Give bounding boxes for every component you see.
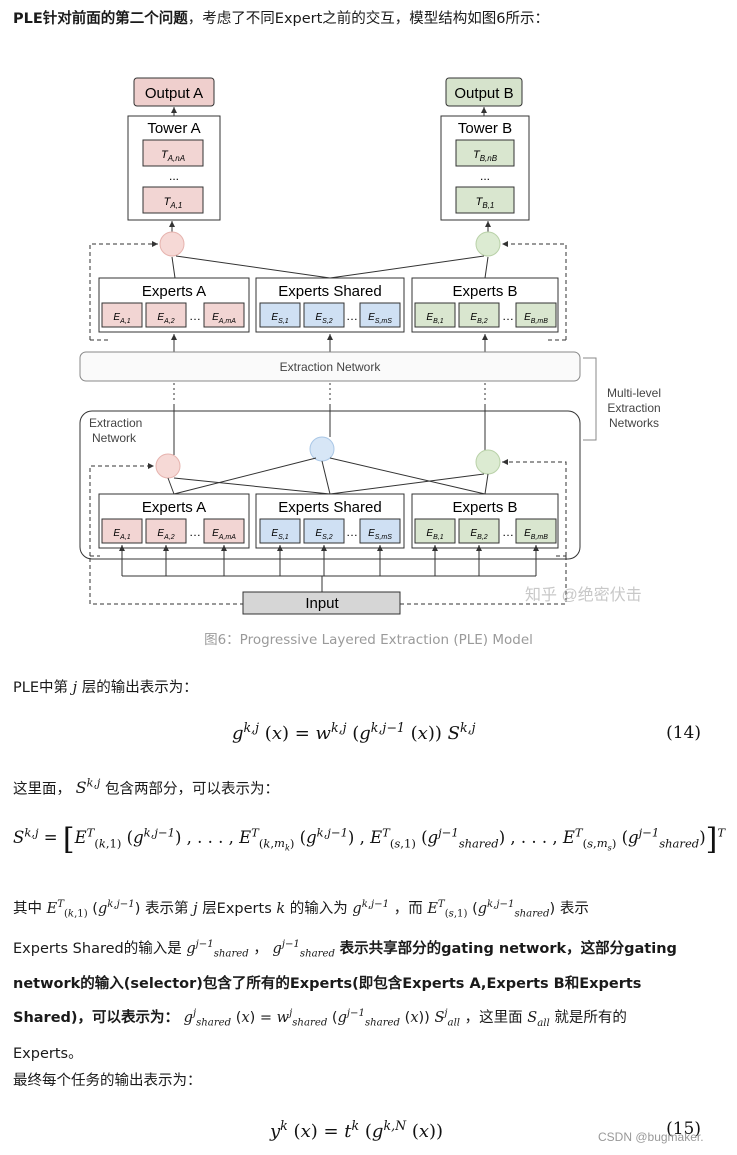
explain-d: 的输入为 (289, 900, 348, 917)
input-label: Input (305, 595, 339, 612)
gate-a-lower (155, 453, 181, 479)
layer-var-j: j (72, 680, 78, 696)
final-paragraph: 最终每个任务的输出表示为： (13, 1073, 202, 1089)
gate-shared-lower (309, 436, 335, 462)
figure-caption: 图6：Progressive Layered Extraction (PLE) … (204, 632, 533, 648)
intro-bold: PLE针对前面的第二个问题 (13, 11, 188, 27)
watermark-csdn: CSDN @bugmaker. (598, 1130, 704, 1144)
explain-e: ，而 (393, 900, 423, 917)
experts-shared-upper-ellipsis: … (346, 309, 358, 323)
equation-15-number: (15) (666, 1119, 701, 1139)
ple-diagram: Output A Output B Tower A TA,nA ... TA,1… (79, 77, 661, 615)
explain-bold-2: network的输入(selector)包含了所有的Experts(即包含Exp… (13, 976, 642, 993)
equation-s: Sk,j = [ET(k,1) (gk,j−1) , . . . , ET(k,… (13, 822, 726, 857)
explain-k: Experts。 (13, 1046, 83, 1063)
explain-j: 就是所有的 (554, 1010, 627, 1027)
experts-b-lower-label: Experts B (452, 499, 517, 516)
explain-i: ，这里面 (464, 1010, 523, 1027)
tower-a-label: Tower A (147, 120, 200, 137)
layer-text-b: 层的输出表示为： (81, 680, 198, 696)
explain-b: 表示第 (144, 900, 189, 917)
experts-a-lower-label: Experts A (142, 499, 206, 516)
equation-15: yk (x) = tk (gk,N (x)) (270, 1118, 444, 1142)
tower-b-dots: ... (480, 169, 490, 183)
input-box (242, 591, 401, 615)
output-b-box (445, 77, 523, 107)
extraction-network-label: Extraction Network (280, 360, 382, 374)
extraction-inner-label-1: Extraction (89, 416, 142, 430)
experts-shared-upper-label: Experts Shared (278, 283, 381, 300)
layer-text-a: PLE中第 (13, 680, 68, 696)
here-text-b: 包含两部分，可以表示为： (105, 781, 279, 798)
multilevel-label-1: Multi-level (607, 386, 661, 400)
multilevel-label-3: Networks (609, 416, 659, 430)
experts-b-upper-label: Experts B (452, 283, 517, 300)
experts-a-upper-label: Experts A (142, 283, 206, 300)
gate-a-upper (159, 231, 185, 257)
explain-bold-1: 表示共享部分的gating network，这部分gating (339, 940, 677, 957)
explain-c: 层Experts (202, 900, 272, 917)
tower-b-label: Tower B (458, 120, 512, 137)
output-a-label: Output A (145, 85, 203, 102)
equation-14-number: (14) (666, 723, 701, 743)
output-b-label: Output B (454, 85, 513, 102)
explain-f: 表示 (559, 900, 589, 917)
extraction-network-bar (79, 351, 581, 382)
gate-b-upper (475, 231, 501, 257)
intro-rest: ，考虑了不同Expert之前的交互，模型结构如图6所示： (187, 11, 550, 27)
intro-paragraph: PLE针对前面的第二个问题，考虑了不同Expert之前的交互，模型结构如图6所示… (13, 6, 725, 33)
explain-paragraph: 其中 ET(k,1) (gk,j−1) 表示第 j 层Experts k 的输入… (13, 899, 677, 1063)
equation-14: gk,j (x) = wk,j (gk,j−1 (x)) Sk,j (232, 720, 476, 744)
explain-h: ， (253, 940, 268, 957)
experts-shared-lower-label: Experts Shared (278, 499, 381, 516)
output-a-box (133, 77, 215, 107)
experts-a-lower-ellipsis: … (189, 525, 201, 539)
watermark-zhihu: 知乎 @绝密伏击 (525, 587, 642, 604)
explain-a: 其中 (13, 900, 42, 917)
layer-output-paragraph: PLE中第 j 层的输出表示为： (13, 675, 725, 702)
tower-a-dots: ... (169, 169, 179, 183)
explain-g: Experts Shared的输入是 (13, 940, 182, 957)
experts-b-lower-ellipsis: … (502, 525, 514, 539)
here-text-a: 这里面， (13, 781, 71, 798)
experts-b-upper-ellipsis: … (502, 309, 514, 323)
extraction-inner-label-2: Network (92, 431, 137, 445)
multilevel-label-2: Extraction (607, 401, 660, 415)
explain-bold-3: Shared)，可以表示为： (13, 1010, 180, 1027)
experts-shared-lower-ellipsis: … (346, 525, 358, 539)
gate-b-lower (475, 449, 501, 475)
experts-a-upper-ellipsis: … (189, 309, 201, 323)
here-paragraph: 这里面， Sk,j 包含两部分，可以表示为： (13, 777, 279, 798)
